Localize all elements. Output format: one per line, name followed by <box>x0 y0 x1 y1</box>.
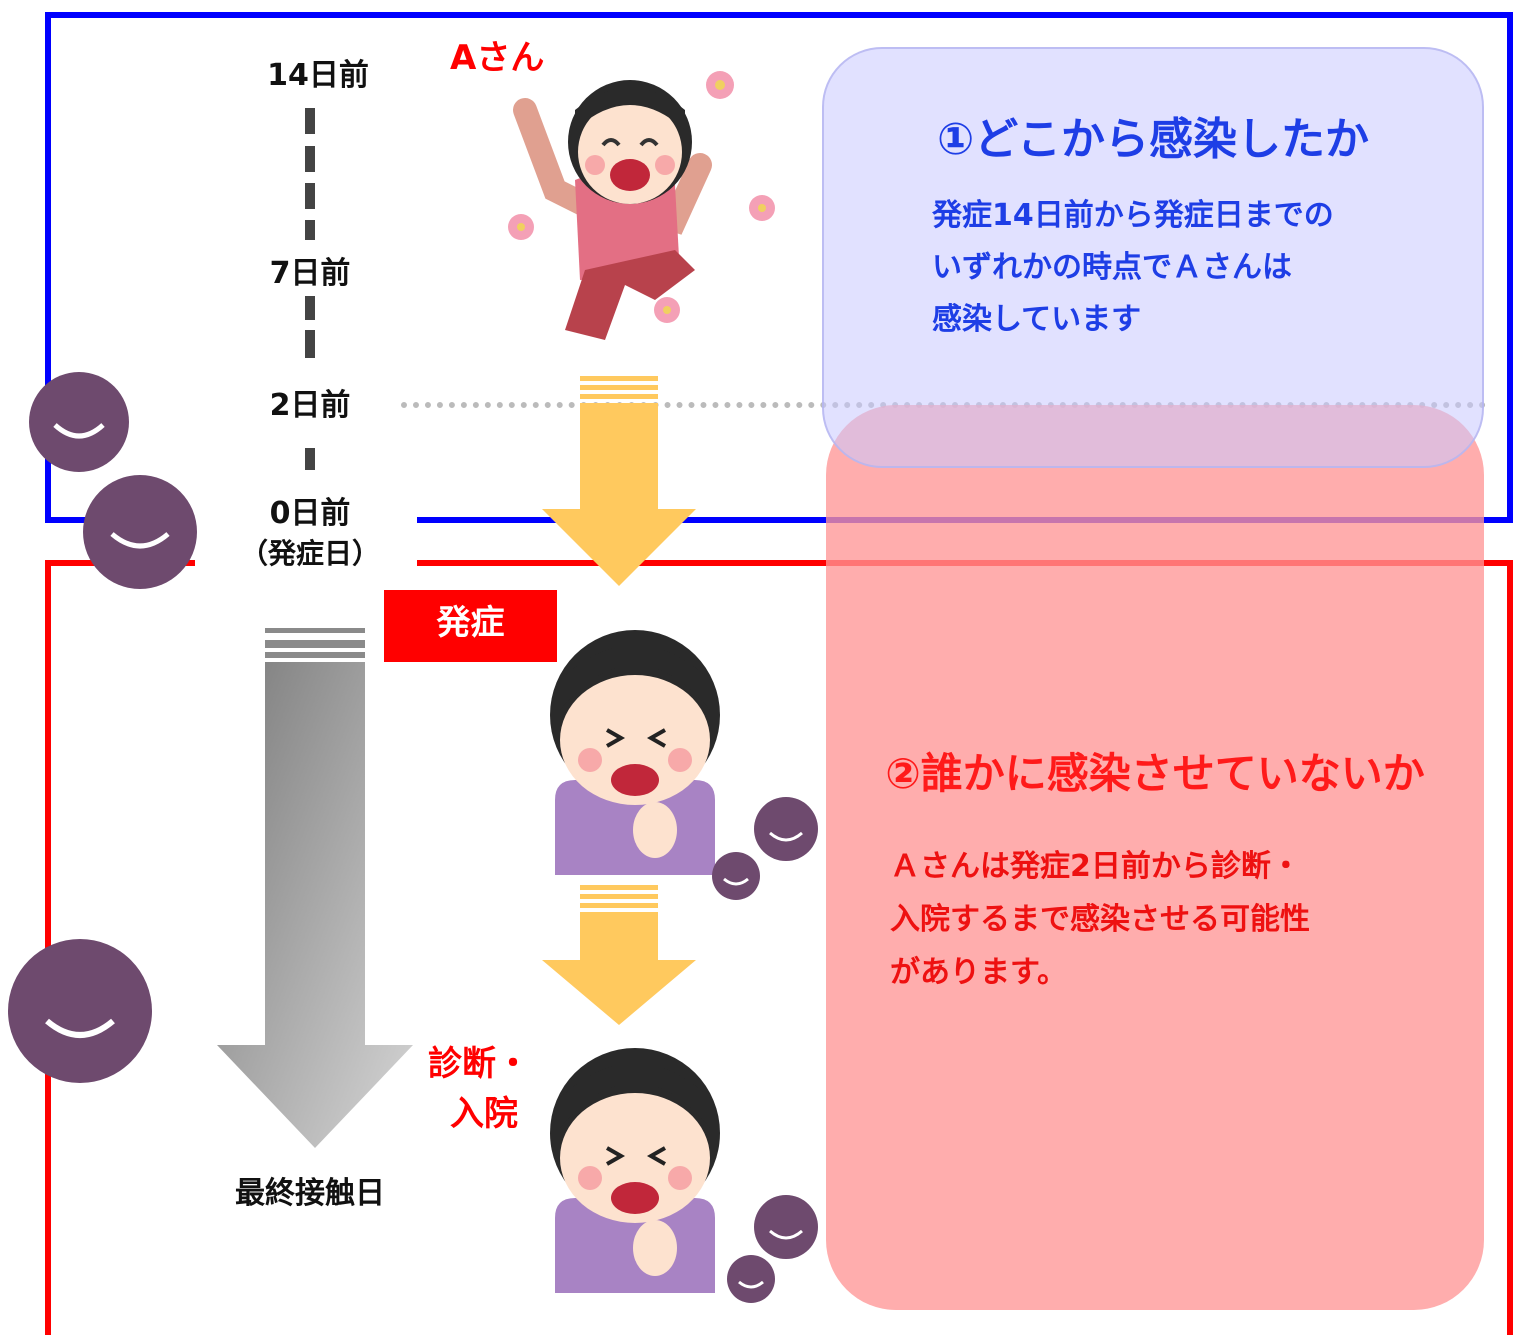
infection-source-line: いずれかの時点でＡさんは <box>932 250 1292 285</box>
coughing-person-illustration <box>550 630 720 875</box>
virus-icon <box>727 1255 775 1303</box>
spread-line: 入院するまで感染させる可能性 <box>890 902 1310 937</box>
infection-source-line: 感染しています <box>932 302 1142 337</box>
timeline-day0-sub: （発症日） <box>239 537 380 570</box>
virus-icon <box>8 939 152 1083</box>
timeline-dash <box>305 220 315 240</box>
coughing-person-illustration-2 <box>550 1048 720 1293</box>
virus-icon <box>29 372 129 472</box>
infection-source-title: ①どこから感染したか <box>937 114 1369 165</box>
virus-icon <box>83 475 197 589</box>
timeline-dash <box>305 330 315 358</box>
spread-description: Ａさんは発症2日前から診断・ 入院するまで感染させる可能性 があります。 <box>890 840 1450 999</box>
virus-icon <box>754 797 818 861</box>
infection-source-line: 発症14日前から発症日までの <box>932 198 1334 233</box>
red-frame-right <box>1507 560 1513 1335</box>
virus-icon <box>712 852 760 900</box>
timeline-day2: 2日前 <box>269 388 351 423</box>
onset-badge: 発症 <box>384 590 557 662</box>
timeline-day7: 7日前 <box>269 256 351 291</box>
timeline-dash <box>305 108 315 134</box>
timeline-dash <box>305 183 315 209</box>
hospitalization-label: 入院 <box>450 1094 518 1134</box>
yellow-arrow-bottom <box>542 885 696 1025</box>
infection-source-description: 発症14日前から発症日までの いずれかの時点でＡさんは 感染しています <box>932 190 1452 346</box>
virus-icon <box>754 1195 818 1259</box>
spread-line: Ａさんは発症2日前から診断・ <box>890 849 1301 884</box>
yellow-arrow-top <box>542 376 696 586</box>
spread-title: ②誰かに感染させていないか <box>885 749 1425 798</box>
timeline-dash <box>305 448 315 470</box>
blue-frame <box>45 12 1513 520</box>
timeline-dash <box>305 146 315 172</box>
person-label: Aさん <box>450 38 545 78</box>
happy-person-illustration <box>508 71 775 340</box>
timeline-day0: 0日前 <box>269 496 351 531</box>
timeline-dash <box>305 296 315 320</box>
last-contact-label: 最終接触日 <box>235 1176 385 1211</box>
spread-line: があります。 <box>890 955 1067 990</box>
timeline-day14: 14日前 <box>267 58 369 93</box>
last-contact-arrow <box>217 628 413 1148</box>
infection-source-panel <box>822 47 1484 468</box>
diagnosis-label: 診断・ <box>428 1044 530 1084</box>
spread-panel <box>826 405 1484 1310</box>
